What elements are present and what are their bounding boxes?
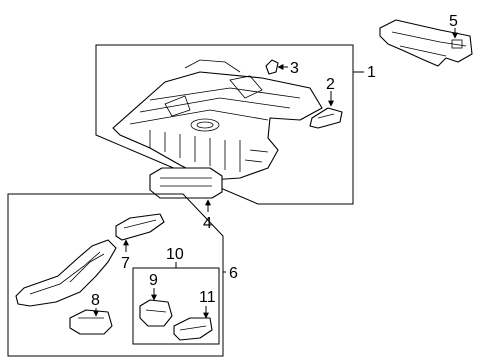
rear-frame-rail xyxy=(15,239,117,307)
part-4-crossmember xyxy=(149,167,223,199)
callout-11: 11 xyxy=(199,289,216,306)
callout-3: 3 xyxy=(290,60,299,77)
part-2-bracket xyxy=(309,107,343,129)
callout-8: 8 xyxy=(91,292,100,309)
callout-2: 2 xyxy=(326,76,335,93)
sub-assembly-group xyxy=(7,193,224,357)
part-8-bracket xyxy=(69,309,113,335)
leader-lines xyxy=(93,28,458,319)
part-9-bracket xyxy=(139,299,173,327)
callout-7: 7 xyxy=(121,255,130,272)
floor-pan-assembly-group xyxy=(95,44,354,205)
floor-pan-frame xyxy=(95,44,354,205)
part-7-member xyxy=(115,213,165,241)
callout-10: 10 xyxy=(166,246,184,263)
callout-6: 6 xyxy=(229,265,238,282)
floor-pan xyxy=(112,71,323,181)
part-5-rail xyxy=(379,19,473,67)
callout-1: 1 xyxy=(367,64,376,81)
part-11-bracket xyxy=(173,317,213,341)
callout-9: 9 xyxy=(149,272,158,289)
callout-5: 5 xyxy=(449,13,458,30)
callouts: 1 2 3 4 5 6 7 8 9 10 11 xyxy=(91,13,458,309)
sub-assembly-frame xyxy=(7,193,224,357)
callout-4: 4 xyxy=(203,215,212,232)
part-3-clip xyxy=(265,59,279,75)
